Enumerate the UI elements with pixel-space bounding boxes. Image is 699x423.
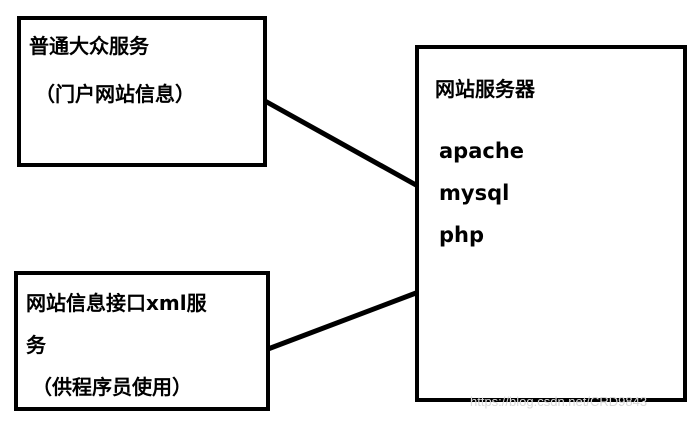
connector-xml-to-server — [265, 290, 419, 352]
component-php: php — [439, 223, 485, 247]
component-apache: apache — [439, 139, 525, 163]
web-server-title: 网站服务器 — [435, 77, 535, 101]
watermark-text: https://blog.csdn.net/CRD9843 — [470, 394, 648, 409]
xml-service-subtitle: （供程序员使用） — [32, 375, 192, 399]
public-service-title: 普通大众服务 — [29, 34, 149, 58]
component-mysql: mysql — [439, 181, 510, 205]
xml-service-title-line2: 务 — [26, 333, 46, 357]
web-server-box: 网站服务器 apache mysql php — [415, 45, 687, 402]
xml-service-title-line1: 网站信息接口xml服 — [26, 291, 207, 315]
public-service-box: 普通大众服务 （门户网站信息） — [17, 16, 267, 167]
connector-public-to-server — [262, 98, 419, 188]
xml-service-box: 网站信息接口xml服 务 （供程序员使用） — [14, 271, 270, 411]
public-service-subtitle: （门户网站信息） — [35, 82, 195, 106]
